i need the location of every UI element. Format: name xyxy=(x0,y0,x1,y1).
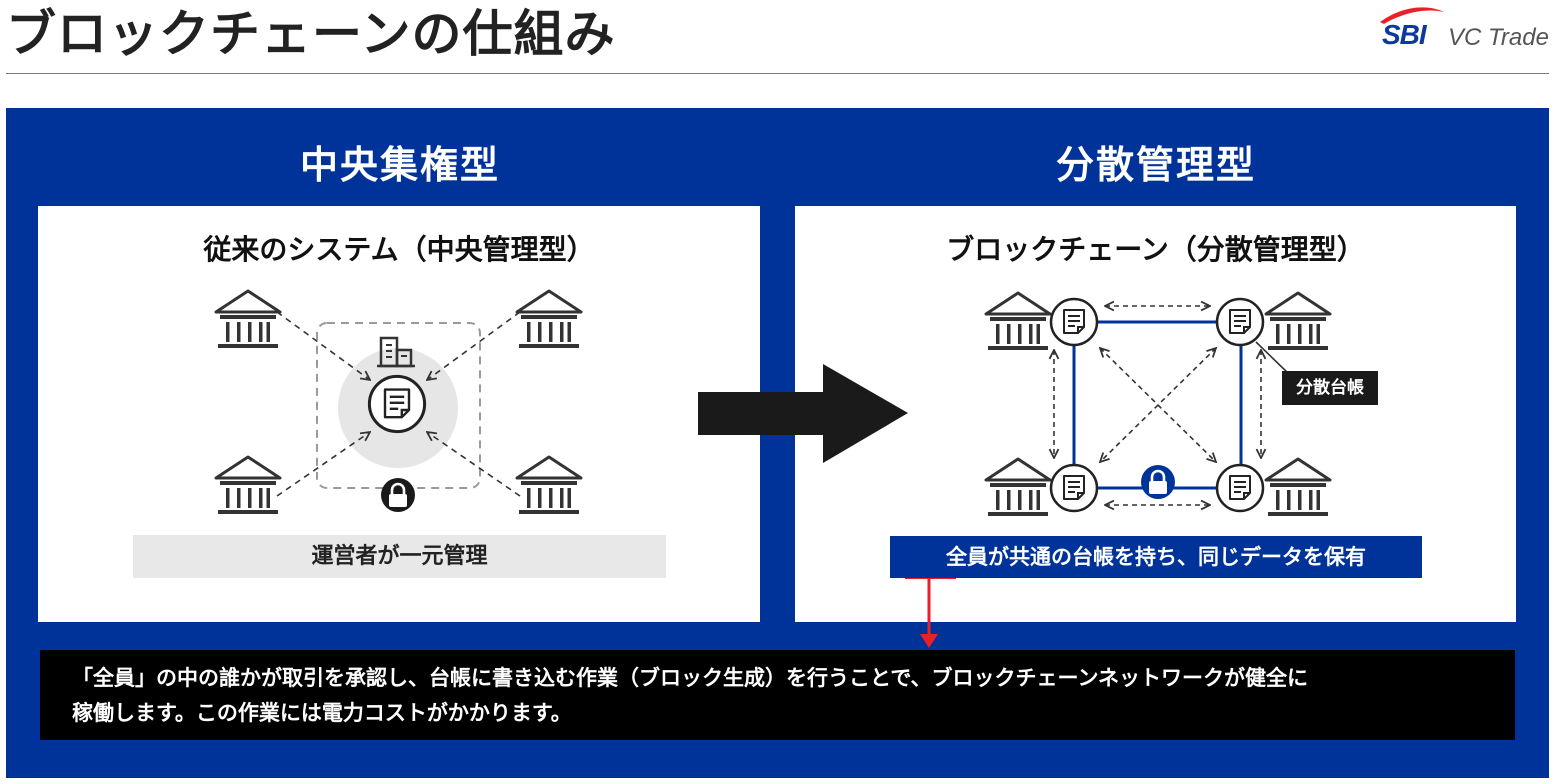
lock-icon xyxy=(1141,465,1175,499)
right-box-title: ブロックチェーン（分散管理型） xyxy=(946,233,1365,266)
document-icon xyxy=(1049,297,1099,347)
document-icon xyxy=(1049,463,1099,513)
ledger-label: 分散台帳 xyxy=(1282,371,1378,405)
lock-icon xyxy=(381,478,415,512)
left-box-title: 従来のシステム（中央管理型） xyxy=(203,233,595,266)
right-heading: 分散管理型 xyxy=(1055,143,1256,187)
left-heading: 中央集権型 xyxy=(299,143,500,187)
page-title: ブロックチェーンの仕組み xyxy=(6,5,616,63)
footer-line-1: 「全員」の中の誰かが取引を承認し、台帳に書き込む作業（ブロック生成）を行うことで… xyxy=(72,666,1309,690)
logo-swoosh-icon xyxy=(1380,7,1444,24)
footer-note: 「全員」の中の誰かが取引を承認し、台帳に書き込む作業（ブロック生成）を行うことで… xyxy=(40,650,1515,740)
bank-icon xyxy=(515,289,583,350)
ledger-pointer xyxy=(1255,341,1291,376)
logo-text: VC Trade xyxy=(1448,24,1549,51)
bank-icon xyxy=(515,455,583,516)
right-note: 全員が共通の台帳を持ち、同じデータを保有 xyxy=(890,536,1422,578)
logo: SBI VC Trade xyxy=(1372,4,1552,54)
footer-line-2: 稼働します。この作業には電力コストがかかります。 xyxy=(72,701,572,725)
left-note: 運営者が一元管理 xyxy=(133,535,666,578)
central-boundary xyxy=(316,322,481,489)
transition-arrow xyxy=(698,364,908,463)
logo-brand: SBI xyxy=(1382,19,1427,50)
bank-icon xyxy=(984,291,1052,352)
bank-icon xyxy=(984,457,1052,518)
red-arrow-head xyxy=(920,634,938,648)
document-icon xyxy=(1215,463,1265,513)
bank-icon xyxy=(1264,291,1332,352)
bank-icon xyxy=(214,289,282,350)
title-divider xyxy=(6,73,1549,74)
document-icon xyxy=(1215,297,1265,347)
bank-icon xyxy=(1264,457,1332,518)
document-icon xyxy=(367,374,427,434)
building-icon xyxy=(377,336,415,368)
bank-icon xyxy=(214,455,282,516)
